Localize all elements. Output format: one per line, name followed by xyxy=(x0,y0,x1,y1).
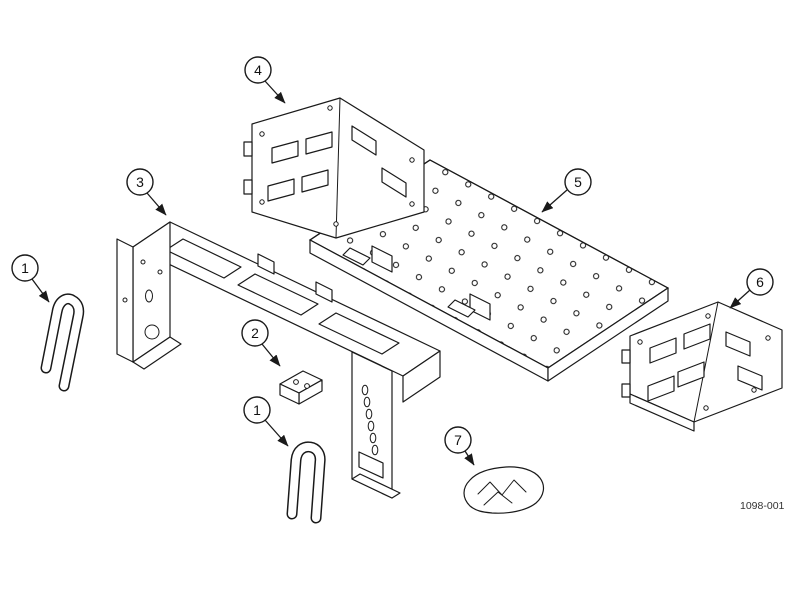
pouch-outline xyxy=(463,466,545,514)
rear-panel-tabs xyxy=(243,141,253,195)
callout-balloon xyxy=(11,254,39,282)
part-rear-perforated-panel xyxy=(243,97,425,239)
side-panel-holes xyxy=(637,313,771,411)
callout-2: 2 xyxy=(241,319,281,367)
callout-balloon xyxy=(564,168,592,196)
side-panel-bottom-edge xyxy=(629,393,695,432)
side-panel-bend-line xyxy=(693,301,719,423)
chassis-strip-cutouts xyxy=(165,238,400,355)
part-chassis-frame xyxy=(116,221,441,499)
callout-5: 5 xyxy=(541,168,592,213)
figure-id: 1098-001 xyxy=(740,500,785,512)
callout-number: 7 xyxy=(454,432,462,448)
tray-slot-cutouts xyxy=(342,247,476,318)
callout-number: 4 xyxy=(254,62,262,78)
rear-panel-slots xyxy=(267,125,407,202)
callout-3: 3 xyxy=(126,168,167,216)
callout-balloon xyxy=(241,319,269,347)
leader-arrow xyxy=(146,192,167,216)
leader-arrow xyxy=(261,343,281,367)
side-panel-slots xyxy=(647,323,763,402)
tray-bent-tabs xyxy=(371,245,491,321)
callout-balloon xyxy=(126,168,154,196)
chassis-left-wall-holes xyxy=(122,259,163,340)
pouch-crinkle-line xyxy=(483,491,513,506)
chassis-left-foot xyxy=(132,336,182,370)
callout-1-left: 1 xyxy=(11,254,50,303)
callout-balloon xyxy=(244,56,272,84)
part-small-mounting-bracket xyxy=(279,370,323,405)
chassis-right-return xyxy=(402,350,441,403)
chassis-column-holes xyxy=(361,384,379,456)
callout-1-front: 1 xyxy=(243,396,289,447)
callout-number: 1 xyxy=(21,260,29,276)
tray-front-right-edge xyxy=(547,287,669,382)
leader-arrow xyxy=(264,80,286,104)
leader-arrow xyxy=(541,189,568,213)
callout-balloon xyxy=(746,268,774,296)
callout-4: 4 xyxy=(244,56,286,104)
leader-arrow xyxy=(31,278,50,303)
side-panel-tabs xyxy=(621,349,631,398)
chassis-bent-tabs xyxy=(257,253,333,303)
leader-arrow xyxy=(729,289,751,309)
leader-arrow xyxy=(264,419,289,447)
callout-number: 6 xyxy=(756,274,764,290)
callout-7: 7 xyxy=(444,426,475,466)
part-handle-front xyxy=(286,441,326,524)
bracket-left-face xyxy=(279,383,300,405)
rear-panel-bend-line xyxy=(335,97,341,239)
callout-balloon xyxy=(444,426,472,454)
part-side-perforated-panel xyxy=(621,301,783,432)
callout-number: 1 xyxy=(253,402,261,418)
callout-number: 5 xyxy=(574,174,582,190)
leader-arrow xyxy=(464,450,475,466)
callout-number: 3 xyxy=(136,174,144,190)
callout-6: 6 xyxy=(729,268,774,309)
chassis-column-cutout xyxy=(358,451,384,479)
rear-panel-holes xyxy=(259,105,415,227)
callout-balloon xyxy=(243,396,271,424)
bracket-holes xyxy=(293,379,310,389)
callout-number: 2 xyxy=(251,325,259,341)
part-hardware-pouch xyxy=(463,466,545,514)
part-handle-left xyxy=(40,293,85,392)
chassis-column-foot xyxy=(351,473,401,499)
